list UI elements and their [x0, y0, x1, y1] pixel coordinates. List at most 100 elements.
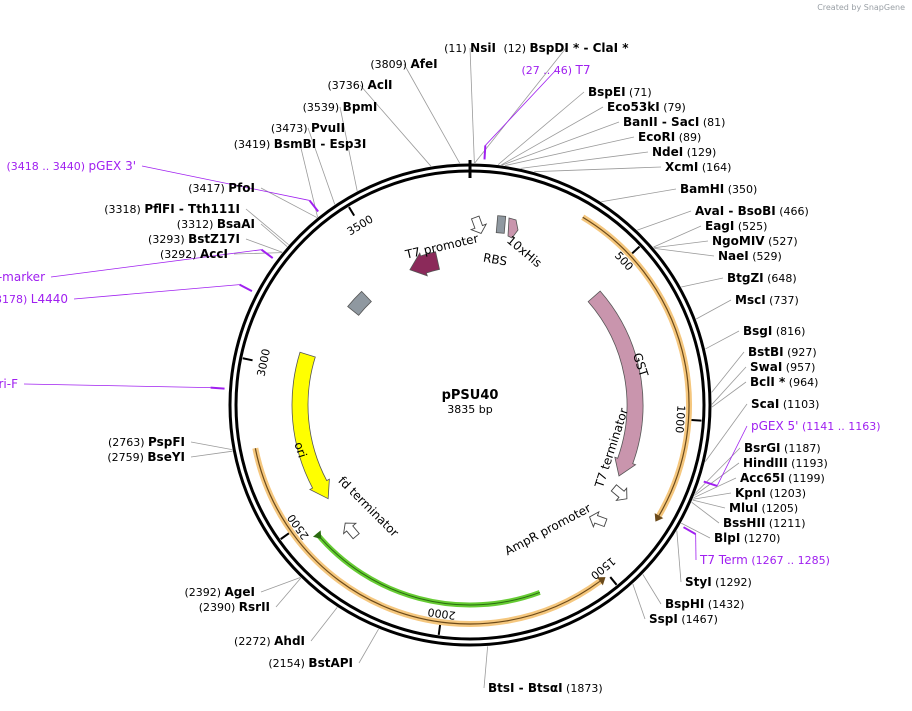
- scale-tick: [691, 418, 702, 422]
- primer-t7-term-name: T7 Term: [699, 553, 748, 567]
- enzyme-leader: [692, 492, 732, 500]
- enzyme-site-ecori: EcoRI (89): [638, 130, 701, 144]
- primer-prs-marker: (3258 .. 3277) pRS-marker: [0, 270, 45, 284]
- primer-leader: [141, 165, 310, 201]
- enzyme-site-bstbi: BstBI (927): [748, 345, 817, 359]
- rop-label: rop: [379, 231, 400, 248]
- enzyme-leader: [310, 607, 338, 642]
- enzyme-site-acci-name: AccI: [200, 247, 228, 261]
- enzyme-leader: [260, 187, 318, 218]
- enzyme-leader: [711, 381, 747, 408]
- snapgene-credit: Created by SnapGene: [817, 3, 905, 12]
- enzyme-site-bspei: BspEI (71): [588, 85, 652, 99]
- enzyme-site-ahdi-pos: (2272): [234, 635, 274, 648]
- enzyme-leader: [307, 127, 336, 205]
- scale-tick: [437, 624, 442, 636]
- enzyme-site-bstz17i-pos: (3293): [148, 233, 188, 246]
- enzyme-leader: [469, 47, 475, 164]
- enzyme-site-agei-pos: (2392): [184, 586, 224, 599]
- t7-terminator-arrow: [610, 484, 628, 502]
- enzyme-site-blpi: BlpI (1270): [714, 531, 780, 545]
- enzyme-site-bspei-name: BspEI: [588, 85, 626, 99]
- enzyme-site-xcmi-name: XcmI: [665, 160, 698, 174]
- enzyme-site-bsrgi: BsrGI (1187): [744, 441, 821, 455]
- enzyme-site-banii-saci-pos: (81): [699, 116, 725, 129]
- t7-promoter-arrow: [469, 215, 488, 235]
- scale-tick-label: 2000: [427, 605, 456, 622]
- enzyme-site-btsi-bts-i-name: BtsI - BtsαI: [488, 681, 563, 695]
- scale-tick: [609, 576, 618, 586]
- enzyme-site-eco53ki-pos: (79): [660, 101, 686, 114]
- enzyme-site-bspdi-clai: (12) BspDI * - ClaI *: [503, 41, 629, 55]
- rbs-label: RBS: [482, 251, 508, 269]
- enzyme-site-avai-bsobi-name: AvaI - BsoBI: [695, 204, 776, 218]
- enzyme-leader: [520, 151, 649, 169]
- primer-t7-name: T7: [575, 63, 591, 77]
- enzyme-site-bsrgi-name: BsrGI: [744, 441, 781, 455]
- primer-t7-term: T7 Term (1267 .. 1285): [699, 553, 830, 567]
- primer-pgex-3-name: pGEX 3': [89, 159, 136, 173]
- fd-terminator-arrow: [342, 522, 360, 540]
- enzyme-site-nsii-name: NsiI: [470, 41, 496, 55]
- enzyme-site-ngomiv-pos: (527): [765, 235, 798, 248]
- enzyme-site-rsrii: (2390) RsrII: [199, 600, 270, 614]
- primer-pbr322ori-f-name: pBR322ori-F: [0, 377, 18, 391]
- enzyme-site-eco53ki: Eco53kI (79): [607, 100, 686, 114]
- primer-pgex-3-pos: (3418 .. 3440): [6, 160, 88, 173]
- enzyme-site-bsaai-pos: (3312): [177, 218, 217, 231]
- enzyme-leader: [339, 106, 358, 191]
- enzyme-site-xcmi: XcmI (164): [665, 160, 731, 174]
- arc-arrowhead: [654, 513, 664, 522]
- enzyme-site-ecori-name: EcoRI: [638, 130, 675, 144]
- enzyme-site-ahdi: (2272) AhdI: [234, 634, 305, 648]
- enzyme-leader: [691, 501, 720, 524]
- enzyme-site-sspi: SspI (1467): [649, 612, 718, 626]
- enzyme-leader: [190, 441, 233, 451]
- enzyme-site-afei-name: AfeI: [410, 57, 437, 71]
- enzyme-site-eagi-pos: (525): [734, 220, 767, 233]
- primer-leader: [23, 383, 211, 389]
- gst-feature: [587, 290, 644, 477]
- enzyme-leader: [653, 225, 702, 248]
- enzyme-site-nsii: (11) NsiI: [444, 41, 496, 55]
- enzyme-site-sspi-name: SspI: [649, 612, 678, 626]
- enzyme-site-bstbi-name: BstBI: [748, 345, 784, 359]
- enzyme-site-mlui-pos: (1205): [758, 502, 798, 515]
- enzyme-site-bseyi-pos: (2759): [107, 451, 147, 464]
- enzyme-site-bamhi-name: BamHI: [680, 182, 724, 196]
- enzyme-site-acci-pos: (3292): [160, 248, 200, 261]
- enzyme-site-btgzi-name: BtgZI: [727, 271, 764, 285]
- enzyme-leader: [534, 166, 662, 173]
- enzyme-leader: [704, 403, 748, 462]
- primer-leader: [50, 249, 262, 278]
- enzyme-site-blpi-pos: (1270): [740, 532, 780, 545]
- enzyme-site-kpni-name: KpnI: [735, 486, 766, 500]
- enzyme-leader: [692, 499, 726, 509]
- enzyme-site-bstapi: (2154) BstAPI: [268, 656, 353, 670]
- enzyme-leader: [711, 351, 745, 393]
- enzyme-leader: [637, 210, 692, 231]
- enzyme-leader: [359, 84, 432, 167]
- enzyme-leader: [275, 577, 302, 608]
- enzyme-site-pspfi-pos: (2763): [108, 436, 148, 449]
- enzyme-site-swai: SwaI (957): [750, 360, 815, 374]
- enzyme-site-kpni-pos: (1203): [766, 487, 806, 500]
- enzyme-site-bspdi-clai-pos: (12): [503, 42, 529, 55]
- enzyme-site-agei-name: AgeI: [225, 585, 255, 599]
- scale-tick: [280, 532, 290, 540]
- enzyme-site-bcli: BclI * (964): [750, 375, 818, 389]
- enzyme-site-bsshii: BssHII (1211): [723, 516, 805, 530]
- primer-mark: [703, 480, 718, 487]
- enzyme-site-acli-name: AclI: [368, 78, 393, 92]
- enzyme-site-hindiii-name: HindIII: [743, 456, 788, 470]
- primer-leader: [73, 284, 240, 300]
- enzyme-leader: [653, 240, 709, 249]
- enzyme-leader: [694, 462, 740, 496]
- enzyme-leader: [245, 208, 289, 246]
- primer-mark: [308, 199, 319, 213]
- primer-l4440-name: L4440: [31, 292, 68, 306]
- enzyme-site-bpmi-pos: (3539): [303, 101, 343, 114]
- site-labels: (11) NsiI(12) BspDI * - ClaI *(3809) Afe…: [0, 41, 881, 695]
- enzyme-site-bstz17i: (3293) BstZ17I: [148, 232, 240, 246]
